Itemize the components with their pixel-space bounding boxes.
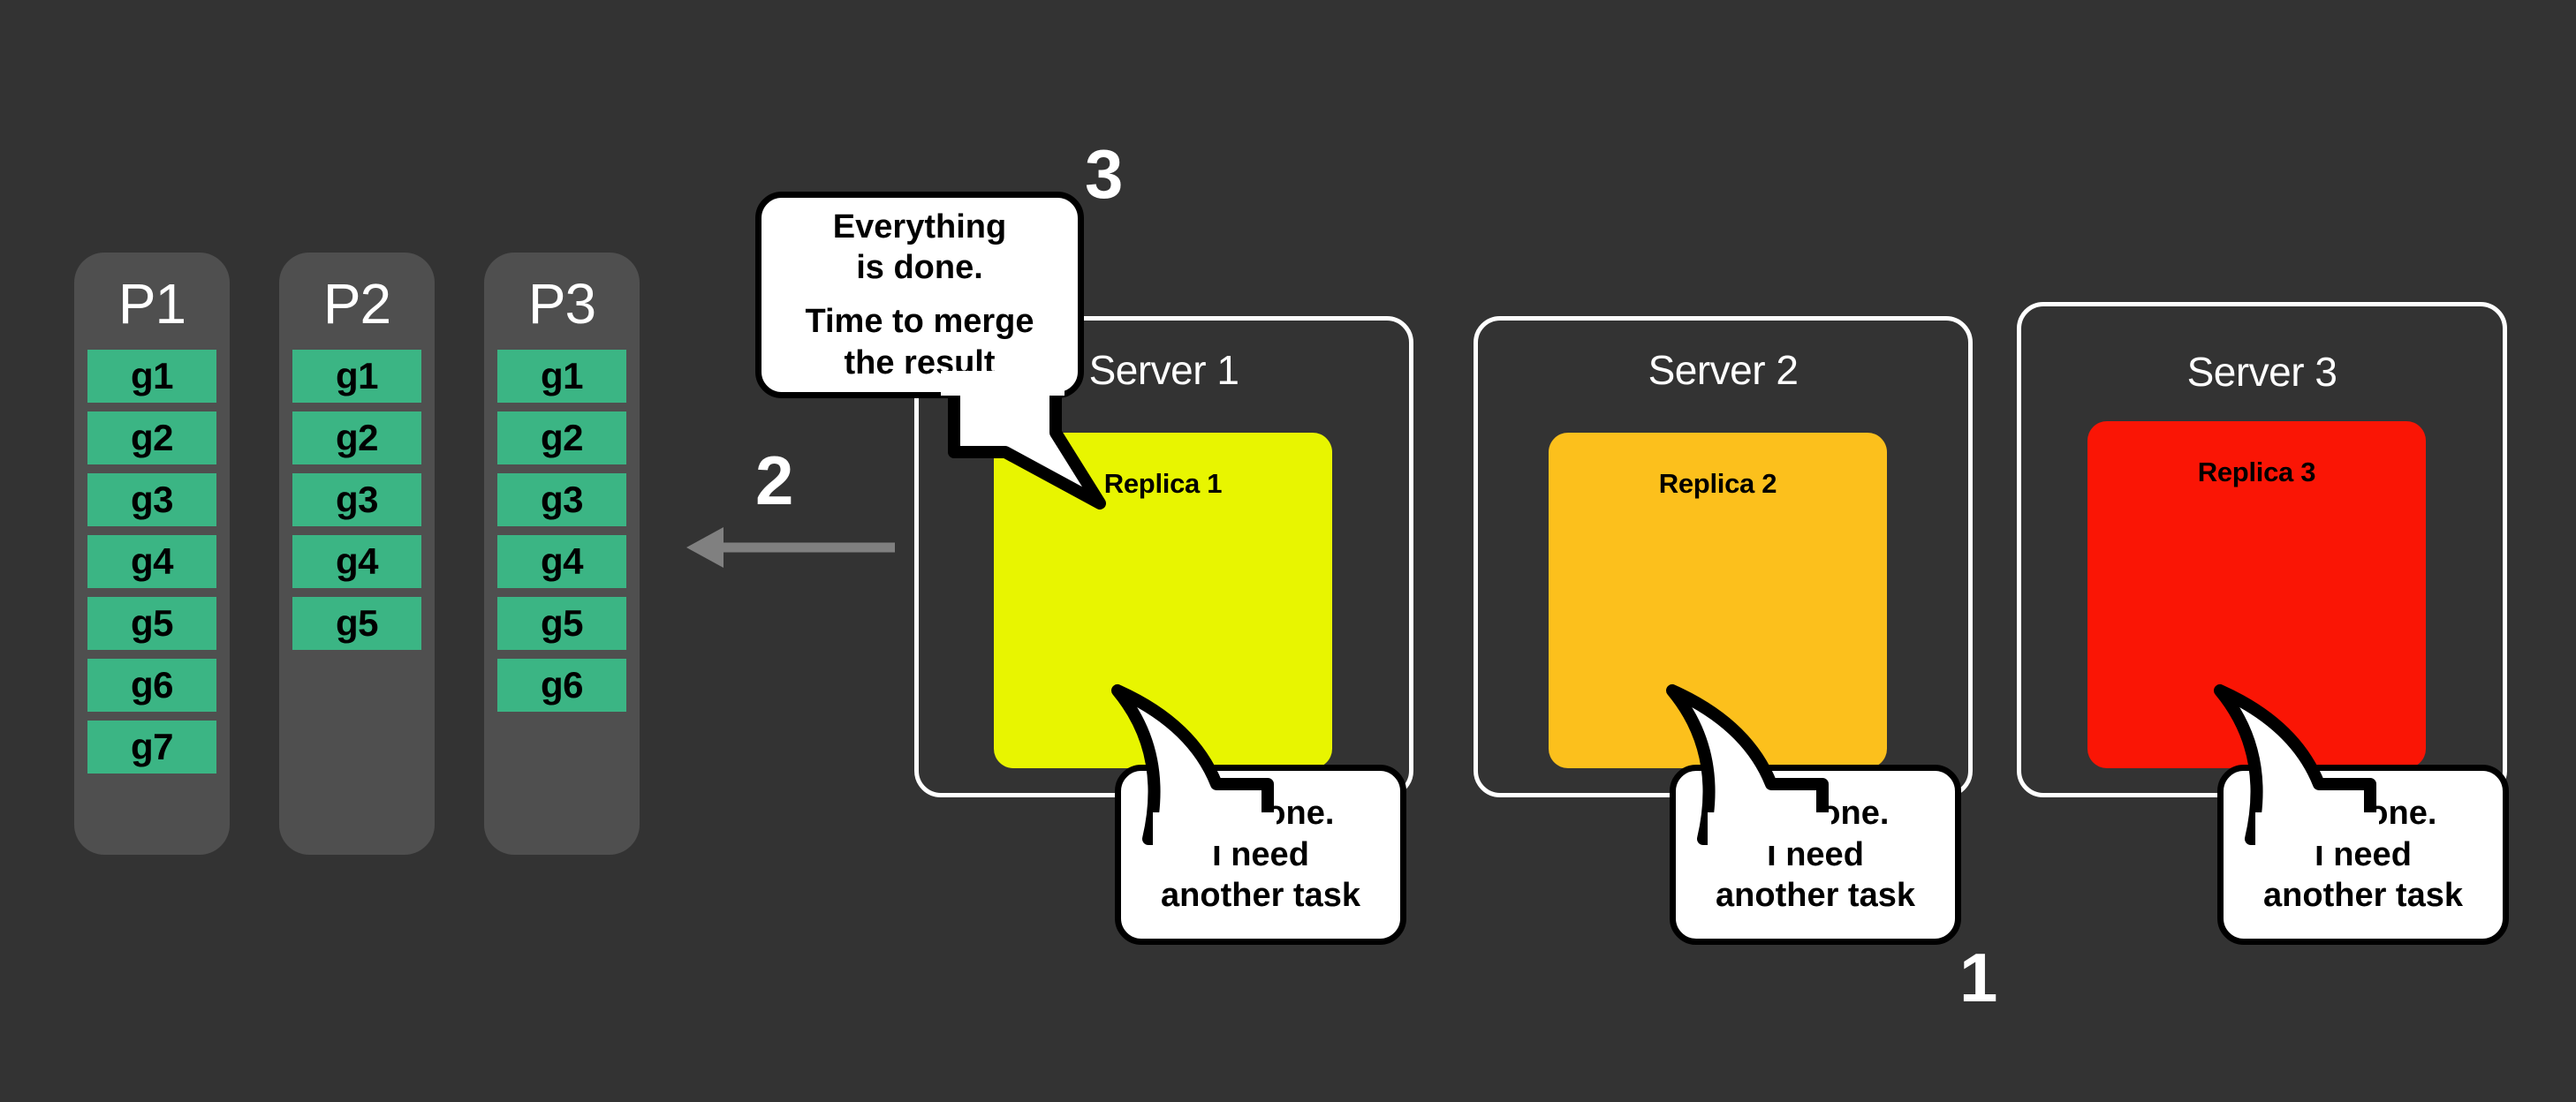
chunk-block: g3 (87, 473, 216, 526)
bubble-line: another task (2263, 877, 2463, 915)
partition-card-p3: P3 g1 g2 g3 g4 g5 g6 (484, 253, 640, 855)
bubble-line: is done. (856, 249, 983, 287)
bubble-line: I need (1212, 835, 1309, 873)
speech-bubble-done-3: I’m done. I need another task (2217, 765, 2509, 945)
partition-card-p1: P1 g1 g2 g3 g4 g5 g6 g7 (74, 253, 230, 855)
chunk-block: g6 (87, 659, 216, 712)
partition-card-p2: P2 g1 g2 g3 g4 g5 (279, 253, 435, 855)
replica-box-1: Replica 1 (994, 433, 1332, 768)
speech-bubble-merge: Everything is done. Time to merge the re… (755, 192, 1084, 398)
bubble-line: I’m done. (1741, 795, 1890, 833)
chunk-block: g1 (292, 350, 421, 403)
partition-title: P1 (117, 272, 186, 336)
replica-label-1: Replica 1 (1103, 468, 1223, 499)
chunk-block: g7 (87, 721, 216, 774)
chunk-block: g2 (292, 411, 421, 464)
merge-arrow-icon (686, 527, 895, 568)
chunk-block: g2 (87, 411, 216, 464)
server-title-3: Server 3 (2186, 349, 2337, 395)
chunk-block: g4 (497, 535, 626, 588)
replica-label-2: Replica 2 (1658, 468, 1777, 499)
replica-box-2: Replica 2 (1549, 433, 1887, 768)
bubble-line: another task (1161, 877, 1360, 915)
chunk-block: g6 (497, 659, 626, 712)
bubble-line: I need (2315, 835, 2412, 873)
bubble-line: I need (1767, 835, 1864, 873)
chunk-block: g2 (497, 411, 626, 464)
bubble-line: I’m done. (2289, 795, 2437, 833)
speech-bubble-done-2: I’m done. I need another task (1670, 765, 1961, 945)
replica-label-3: Replica 3 (2197, 457, 2316, 487)
chunk-block: g1 (497, 350, 626, 403)
chunk-block: g5 (292, 597, 421, 650)
bubble-line: I’m done. (1186, 795, 1335, 833)
chunk-block: g5 (87, 597, 216, 650)
chunk-block: g1 (87, 350, 216, 403)
bubble-line: Time to merge (805, 303, 1034, 341)
chunk-block: g4 (87, 535, 216, 588)
step-number-1: 1 (1959, 939, 1998, 1016)
partition-title: P2 (322, 272, 391, 336)
server-title-1: Server 1 (1088, 347, 1239, 393)
chunk-list: g1 g2 g3 g4 g5 g6 (484, 350, 640, 712)
chunk-block: g5 (497, 597, 626, 650)
bubble-line: Everything (832, 208, 1007, 245)
replica-box-3: Replica 3 (2087, 421, 2426, 768)
bubble-line: the result (844, 343, 996, 381)
server-title-2: Server 2 (1648, 347, 1799, 393)
partition-title: P3 (527, 272, 596, 336)
bubble-line: another task (1716, 877, 1915, 915)
step-number-3: 3 (1085, 135, 1124, 213)
chunk-list: g1 g2 g3 g4 g5 g6 g7 (74, 350, 230, 774)
chunk-block: g3 (497, 473, 626, 526)
chunk-block: g3 (292, 473, 421, 526)
chunk-block: g4 (292, 535, 421, 588)
step-number-2: 2 (755, 442, 794, 519)
chunk-list: g1 g2 g3 g4 g5 (279, 350, 435, 650)
speech-bubble-done-1: I’m done. I need another task (1115, 765, 1406, 945)
